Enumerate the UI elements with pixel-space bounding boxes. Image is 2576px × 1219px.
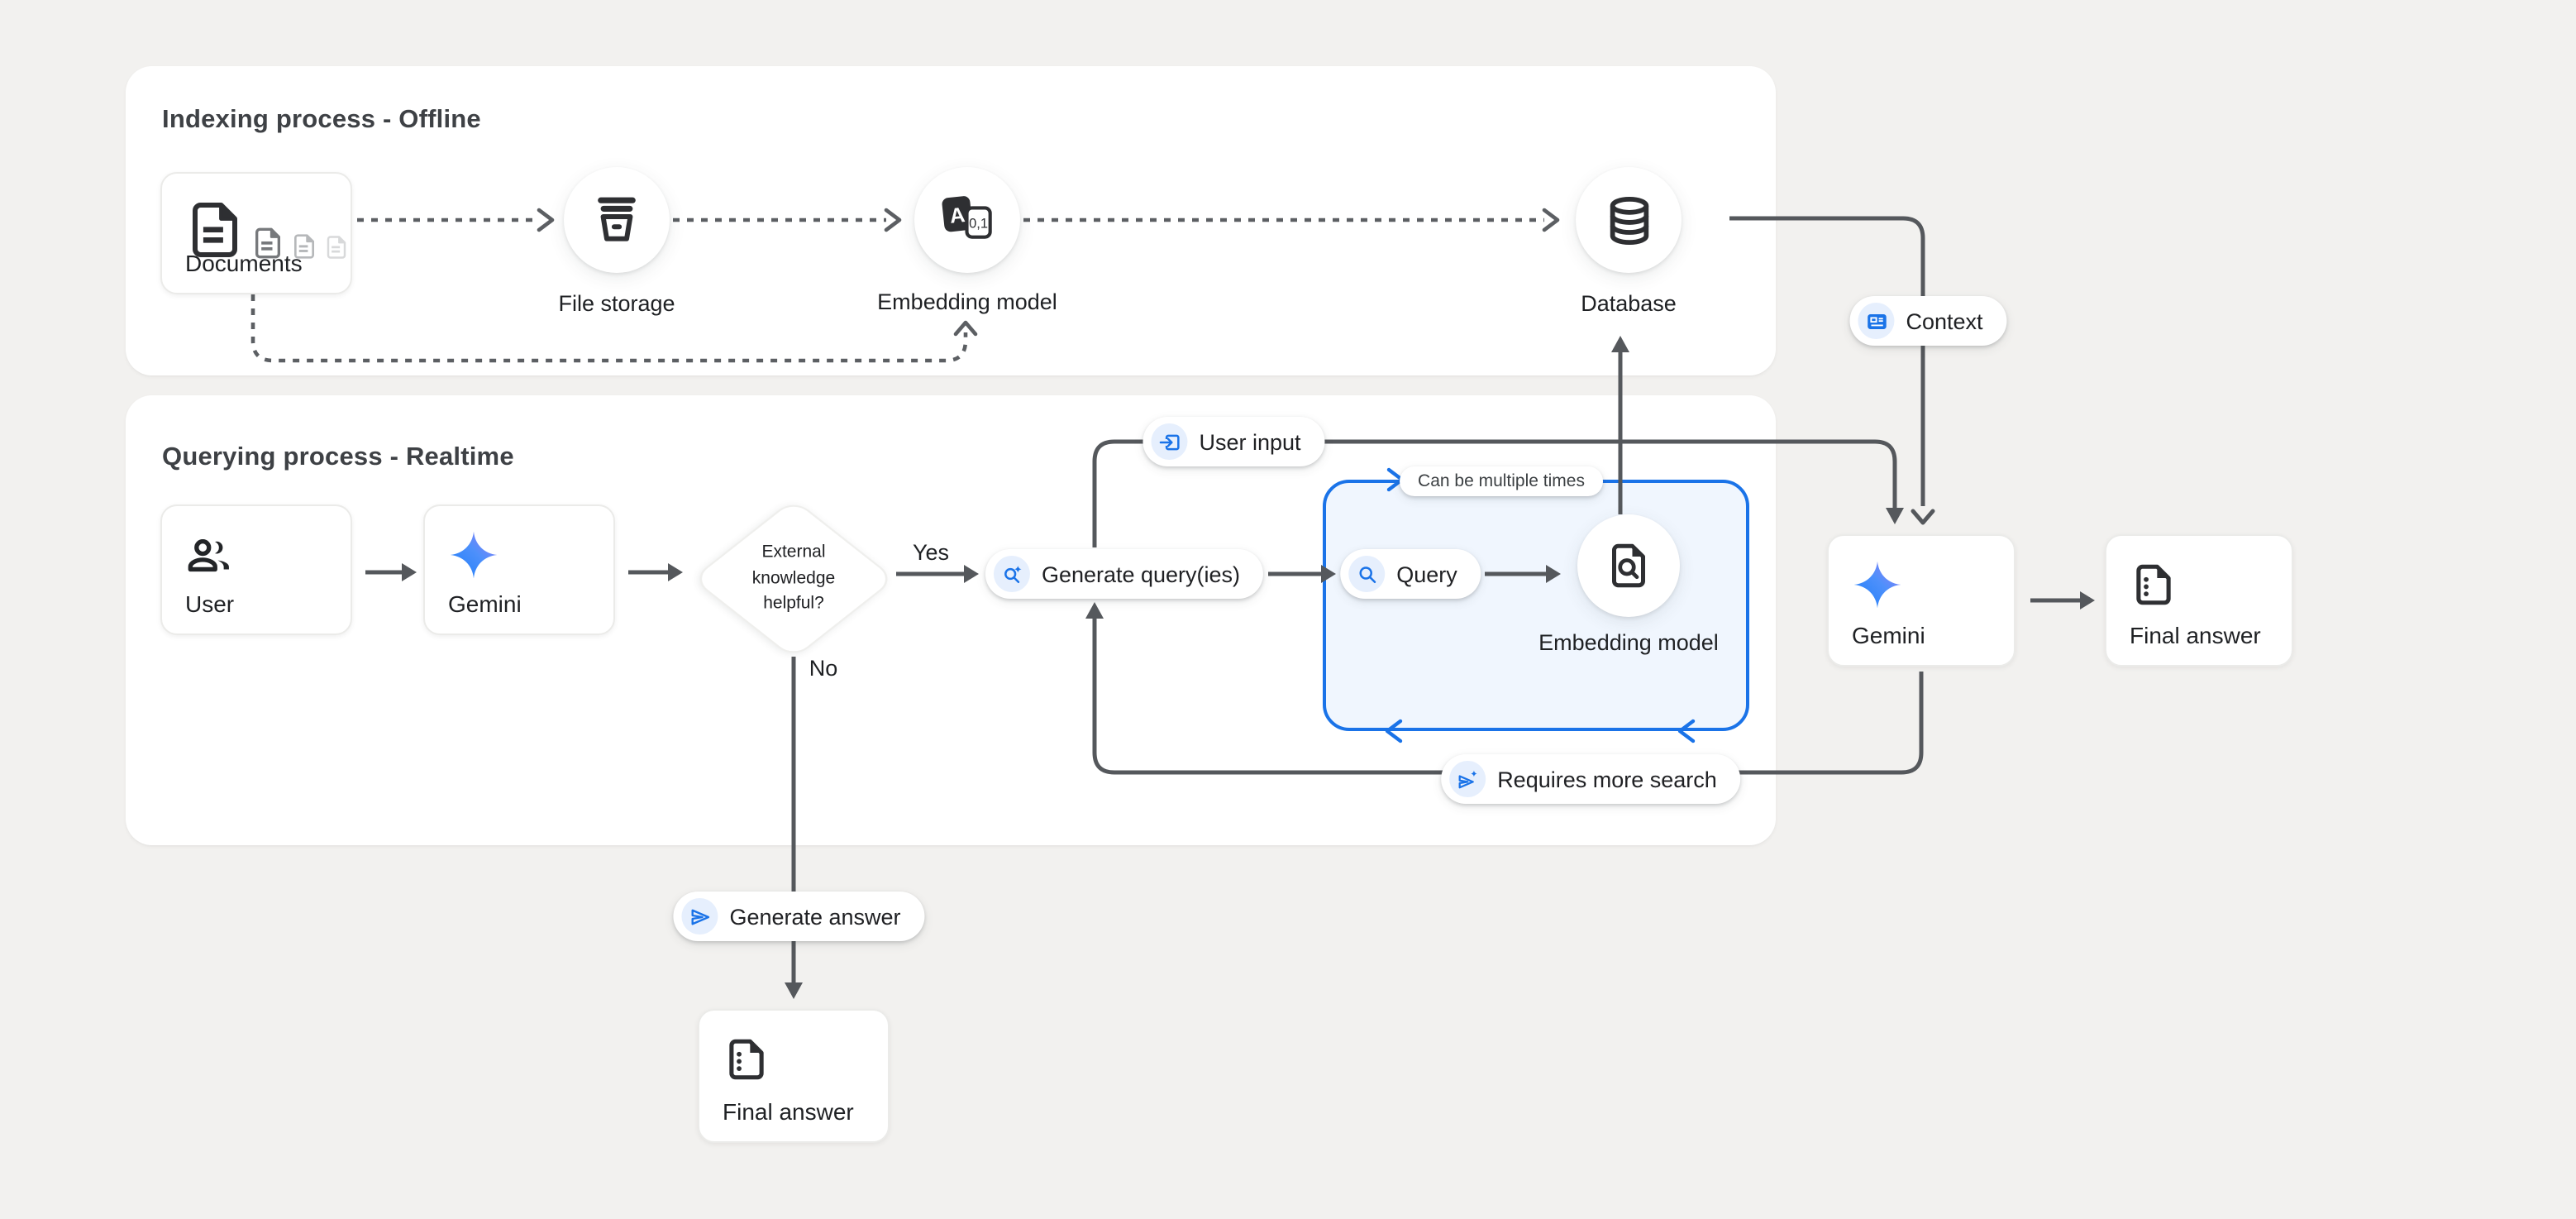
send-sparkle-icon (1449, 761, 1486, 797)
requires-more-search-label: Requires more search (1497, 767, 1717, 791)
svg-text:0,1: 0,1 (969, 216, 988, 231)
no-label: No (809, 656, 838, 681)
people-icon (185, 533, 233, 581)
document-search-icon (1604, 541, 1653, 590)
article-icon (1858, 303, 1894, 339)
file-storage-node (564, 167, 670, 273)
final-answer-bottom-node: Final answer (698, 1009, 890, 1143)
svg-text:A: A (948, 203, 966, 228)
file-storage-label: File storage (558, 291, 675, 316)
storage-bucket-icon (589, 192, 645, 248)
input-icon (1151, 423, 1187, 460)
generate-queries-pill: Generate query(ies) (985, 549, 1263, 599)
summarize-document-icon (723, 1035, 770, 1083)
loop-note-pill: Can be multiple times (1400, 466, 1603, 496)
database-icon (1601, 193, 1656, 247)
loop-embedding-model-label: Embedding model (1536, 627, 1721, 661)
decision-text: External knowledge helpful? (723, 541, 865, 618)
gemini-sparkle-icon (1852, 559, 1903, 610)
loop-note-label: Can be multiple times (1418, 471, 1585, 491)
database-label: Database (1581, 291, 1677, 316)
query-pill: Query (1340, 549, 1481, 599)
context-pill: Context (1849, 296, 2006, 346)
yes-label: Yes (913, 540, 949, 565)
gemini-sparkle-icon (448, 529, 499, 581)
user-input-label: User input (1199, 429, 1300, 454)
send-icon (681, 898, 718, 935)
context-label: Context (1906, 308, 1982, 333)
documents-label: Documents (185, 250, 303, 276)
final-gemini-node: Gemini (1827, 534, 2015, 667)
database-node (1576, 167, 1682, 273)
embedding-model-label: Embedding model (877, 289, 1057, 314)
generate-queries-label: Generate query(ies) (1042, 562, 1240, 586)
summarize-document-icon (2130, 561, 2178, 609)
requires-more-search-pill: Requires more search (1441, 754, 1740, 804)
gemini-label: Gemini (448, 590, 522, 617)
query-label: Query (1396, 562, 1457, 586)
search-sparkle-icon (994, 556, 1030, 592)
generate-answer-label: Generate answer (729, 904, 900, 929)
querying-panel-title: Querying process - Realtime (162, 443, 514, 473)
user-input-pill: User input (1143, 417, 1324, 466)
final-answer-label: Final answer (2130, 622, 2261, 648)
documents-node: Documents (160, 172, 352, 294)
gemini-node: Gemini (423, 504, 615, 635)
user-label: User (185, 590, 234, 617)
final-gemini-label: Gemini (1852, 622, 1925, 648)
loop-embedding-model-node (1577, 514, 1680, 617)
indexing-panel-title: Indexing process - Offline (162, 106, 481, 136)
generate-answer-pill: Generate answer (673, 892, 923, 941)
user-node: User (160, 504, 352, 635)
embedding-model-icon: A 0,1 (939, 194, 995, 246)
embedding-model-node: A 0,1 (914, 167, 1020, 273)
final-answer-bottom-label: Final answer (723, 1098, 854, 1125)
search-icon (1348, 556, 1385, 592)
final-answer-node: Final answer (2105, 534, 2293, 667)
